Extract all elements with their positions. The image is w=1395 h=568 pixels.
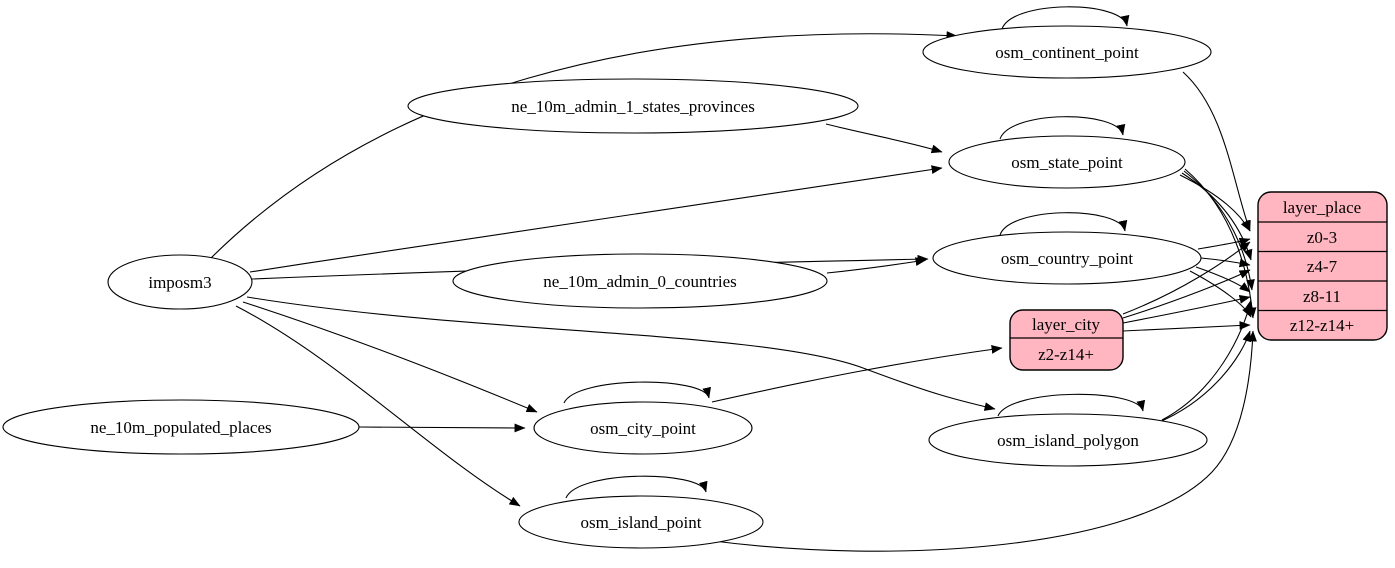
ne_10m_admin_0_countries-ellipse (452, 253, 828, 309)
edge-ne_10m_admin_0_countries-osm_country_point (826, 257, 927, 274)
edge-imposm3-osm_continent_point (209, 31, 958, 260)
layer_place-row-z4-7: z4-7 (1307, 257, 1338, 276)
edge-layer_city-layer_place-z0-3 (1122, 241, 1251, 315)
edge-imposm3-osm_island_point (235, 305, 521, 507)
osm_island_point-label: osm_island_point (581, 513, 702, 532)
layer_place-row-z0-3: z0-3 (1307, 228, 1337, 247)
self-loop-osm_island_point (565, 475, 708, 499)
osm_country_point-ellipse (932, 231, 1202, 285)
imposm3-ellipse (107, 254, 253, 310)
layer_city-box (1009, 309, 1124, 371)
ne_10m_admin_1_states_provinces-label: ne_10m_admin_1_states_provinces (511, 97, 755, 116)
node-osm_country_point: osm_country_point (932, 231, 1202, 285)
node-osm_city_point: osm_city_point (533, 401, 753, 455)
self-loop-osm_island_polygon (997, 393, 1146, 417)
osm_country_point-label: osm_country_point (1001, 249, 1133, 268)
edge-osm_state_point-layer_place-z12-z14 (1184, 168, 1257, 319)
osm_island_polygon-ellipse (928, 413, 1208, 467)
self-loop-osm_continent_point (1001, 6, 1130, 30)
edge-osm_island_polygon-layer_place-z8-11 (1161, 299, 1253, 421)
layer_place-title: layer_place (1283, 198, 1361, 217)
edge-osm_country_point-layer_place-z8-11 (1195, 266, 1251, 293)
edge-layer_city-layer_place-z8-11 (1122, 295, 1251, 324)
ne_10m_populated_places-label: ne_10m_populated_places (90, 418, 271, 437)
edge-imposm3-osm_state_point (249, 165, 943, 273)
edge-osm_city_point-layer_city-z2-z14 (711, 345, 1003, 403)
osm_city_point-label: osm_city_point (590, 419, 696, 438)
edge-layer_city-layer_place-z4-7 (1122, 269, 1251, 319)
node-ne_10m_admin_0_countries: ne_10m_admin_0_countries (452, 253, 828, 309)
self-loop-osm_state_point (999, 116, 1126, 140)
osm_city_point-ellipse (533, 401, 753, 455)
osm_island_point-ellipse (518, 495, 764, 549)
ne_10m_admin_1_states_provinces-ellipse (407, 78, 859, 134)
ne_10m_admin_0_countries-label: ne_10m_admin_0_countries (543, 272, 737, 291)
layer_place-box (1257, 191, 1388, 341)
osm_continent_point-label: osm_continent_point (995, 43, 1139, 62)
edge-osm_continent_point-layer_place-z0-3 (1182, 71, 1251, 232)
layer_city-title: layer_city (1032, 315, 1100, 334)
osm_state_point-label: osm_state_point (1011, 153, 1123, 172)
imposm3-label: imposm3 (148, 273, 211, 292)
edge-layer_city-layer_place-z12-z14 (1122, 321, 1251, 332)
edge-osm_country_point-layer_place-z4-7 (1200, 257, 1251, 268)
edge-osm_country_point-layer_place-z12-z14 (1189, 270, 1252, 318)
node-osm_island_point: osm_island_point (518, 495, 764, 549)
edge-osm_state_point-layer_place-z8-11 (1183, 170, 1255, 291)
edge-osm_state_point-layer_place-z0-3 (1179, 174, 1251, 232)
node-osm_state_point: osm_state_point (948, 135, 1186, 189)
node-ne_10m_populated_places: ne_10m_populated_places (2, 399, 360, 455)
self-loop-osm_country_point (999, 212, 1128, 236)
edge-ne_10m_populated_places-osm_city_point (358, 423, 526, 433)
layer_place-row-z12-z14: z12-z14+ (1290, 316, 1354, 335)
osm_state_point-ellipse (948, 135, 1186, 189)
node-osm_continent_point: osm_continent_point (922, 25, 1212, 79)
layer_place-row-z8-11: z8-11 (1303, 287, 1341, 306)
edge-ne_10m_admin_1_states_provinces-osm_state_point (825, 123, 943, 154)
node-layer_city: layer_city z2-z14+ (1009, 309, 1124, 371)
edge-osm_island_point-layer_place-z12-z14 (705, 330, 1257, 552)
edge-imposm3-osm_city_point (242, 301, 538, 413)
node-imposm3: imposm3 (107, 254, 253, 310)
edge-osm_island_polygon-layer_place-z12-z14 (1156, 330, 1251, 424)
node-osm_island_polygon: osm_island_polygon (928, 413, 1208, 467)
node-layer_place: layer_place z0-3 z4-7 z8-11 z12-z14+ (1257, 191, 1388, 341)
osm_island_polygon-label: osm_island_polygon (997, 431, 1139, 450)
node-ne_10m_admin_1_states_provinces: ne_10m_admin_1_states_provinces (407, 78, 859, 134)
ne_10m_populated_places-ellipse (2, 399, 360, 455)
edge-imposm3-osm_island_polygon (246, 296, 996, 411)
edges (209, 6, 1257, 552)
self-loop-osm_city_point (563, 381, 711, 404)
layer_city-row-z2-z14: z2-z14+ (1038, 345, 1094, 364)
edge-osm_country_point-layer_place-z0-3 (1197, 237, 1251, 250)
osm_continent_point-ellipse (922, 25, 1212, 79)
edge-osm_state_point-layer_place-z4-7 (1181, 172, 1253, 261)
